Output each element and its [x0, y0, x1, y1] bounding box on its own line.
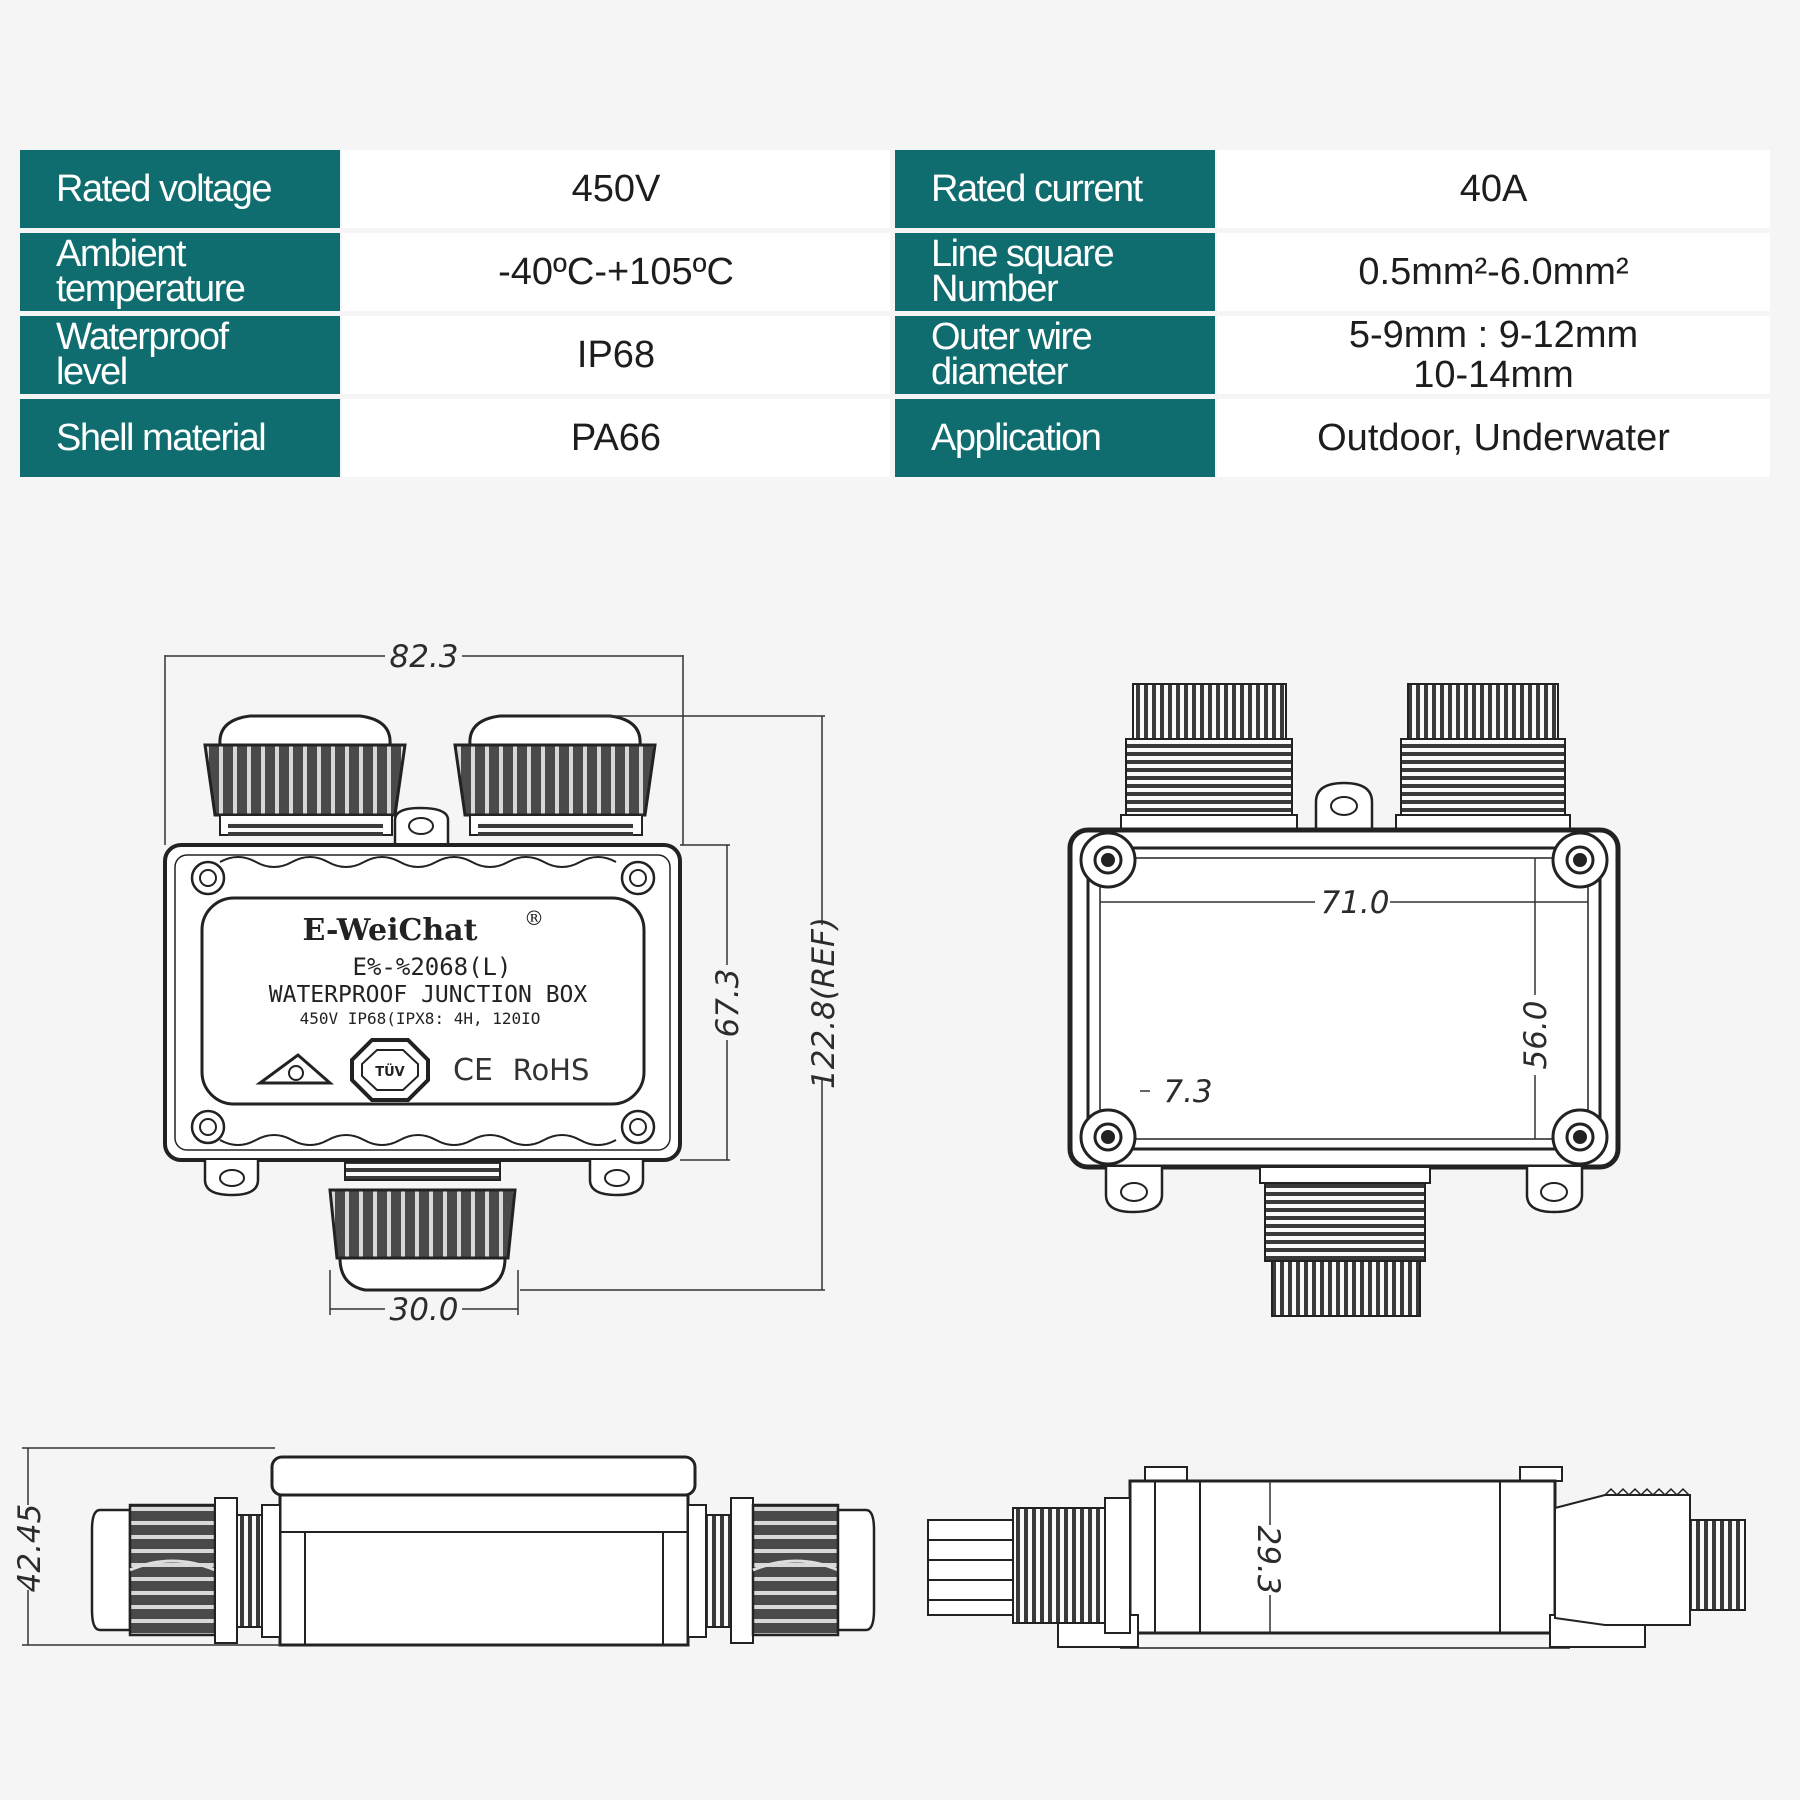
dim-gland-30: 30.0: [389, 1292, 458, 1328]
tuv-badge-text: TÜV: [375, 1064, 405, 1080]
back-body: [1067, 827, 1621, 1170]
application-value: Outdoor, Underwater: [1217, 399, 1770, 477]
application-label: Application: [895, 399, 1215, 477]
front-view-labels: E-WeiChat ® E%-%2068(L) WATERPROOF JUNCT…: [269, 906, 590, 1088]
brand-text: E-WeiChat: [303, 913, 478, 948]
outer-wire-diameter-label: Outer wire diameter: [895, 316, 1215, 394]
dim-inner-height-56: 56.0: [1518, 1000, 1554, 1069]
product-text: WATERPROOF JUNCTION BOX: [269, 982, 588, 1008]
spec-row-waterproof: Waterproof level IP68 Outer wire diamete…: [20, 315, 1770, 395]
dim-side-height-42: 42.45: [12, 1504, 48, 1593]
rated-voltage-label: Rated voltage: [20, 150, 340, 228]
side-view-right: [927, 1466, 1746, 1649]
saa-triangle-icon: [255, 1053, 334, 1085]
rated-current-label: Rated current: [895, 150, 1215, 228]
spec-row-temperature: Ambient temperature -40ºC-+105ºC Line sq…: [20, 233, 1770, 311]
front-view: [163, 714, 682, 1292]
outer-wire-diameter-value: 5-9mm : 9-12mm 10-14mm: [1217, 315, 1770, 395]
gland-top-right: [453, 714, 657, 836]
gland-bottom: [328, 1161, 517, 1292]
rohs-mark: RoHS: [513, 1053, 590, 1087]
gland-top-left: [203, 714, 407, 836]
model-text: E%-%2068(L): [353, 953, 512, 981]
back-view-dimensions: [1100, 858, 1588, 1139]
ce-mark: CE: [453, 1053, 493, 1088]
front-view-dimensions: [164, 655, 825, 1315]
back-view: [1067, 683, 1621, 1317]
dim-height-67: 67.3: [710, 968, 746, 1037]
tuv-badge-icon: [350, 1038, 430, 1102]
side-left-dimensions: [22, 1447, 280, 1646]
label-plate: [200, 896, 646, 1106]
rated-voltage-value: 450V: [342, 150, 890, 228]
ambient-temperature-label: Ambient temperature: [20, 233, 340, 311]
dim-height-122: 122.8(REF): [806, 917, 842, 1089]
dim-side-height-29: 29.3: [1250, 1525, 1286, 1594]
shell-material-value: PA66: [342, 399, 890, 477]
waterproof-level-label: Waterproof level: [20, 316, 340, 394]
ambient-temperature-value: -40ºC-+105ºC: [342, 233, 890, 311]
dim-hole-7: 7.3: [1163, 1074, 1212, 1110]
spec-table: Rated voltage 450V Rated current 40A Amb…: [20, 150, 1770, 480]
dim-width-82: 82.3: [389, 639, 458, 675]
dim-inner-width-71: 71.0: [1320, 885, 1389, 921]
spec-row-rated: Rated voltage 450V Rated current 40A: [20, 150, 1770, 228]
line-square-value: 0.5mm²-6.0mm²: [1217, 233, 1770, 311]
rated-current-value: 40A: [1217, 150, 1770, 228]
line-square-label: Line square Number: [895, 233, 1215, 311]
waterproof-level-value: IP68: [342, 316, 890, 394]
spec-row-material: Shell material PA66 Application Outdoor,…: [20, 399, 1770, 477]
registered-mark: ®: [524, 906, 544, 930]
side-view-left: [90, 1455, 876, 1647]
shell-material-label: Shell material: [20, 399, 340, 477]
rating-text: 450V IP68(IPX8: 4H, 120IO: [300, 1009, 541, 1028]
